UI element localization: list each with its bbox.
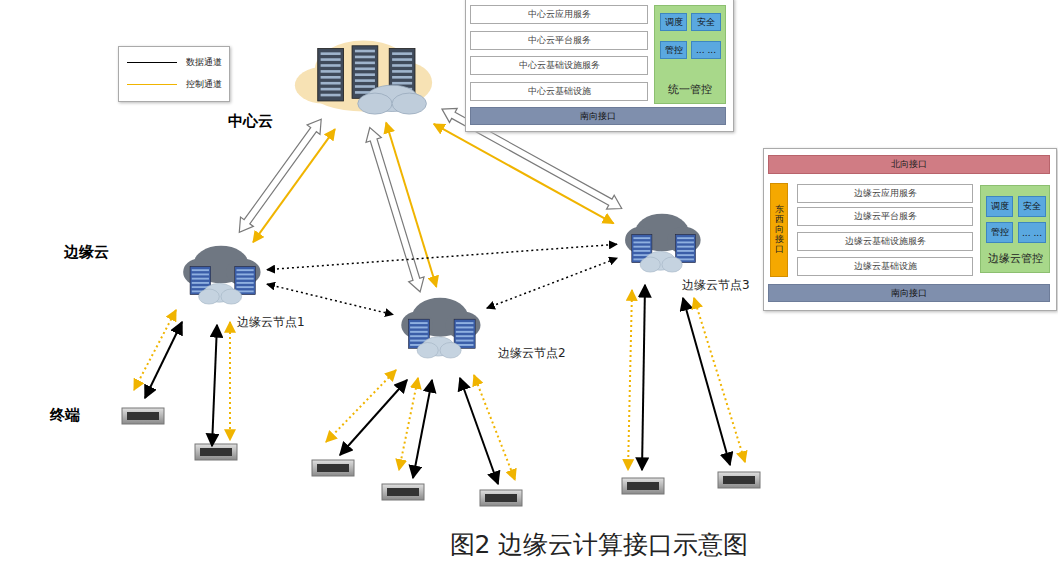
node-text: 统一管控 — [655, 82, 725, 97]
peer-link-arrow — [487, 258, 617, 308]
node-text: 中心云基础设施 — [528, 85, 591, 98]
legend-text: 控制通道 — [186, 78, 222, 91]
cloud-node: 边缘云节点1 — [178, 240, 264, 306]
interface-box: 边缘云基础设施 — [797, 257, 973, 276]
interface-box: 北向接口 — [768, 155, 1050, 174]
interface-box: ... ... — [691, 41, 721, 59]
node-text: 边缘云节点2 — [498, 345, 566, 362]
cloud-icon — [620, 208, 704, 274]
node-text: 北向接口 — [891, 158, 927, 171]
interface-box: 中心云基础设施 — [470, 82, 648, 101]
legend-box — [118, 46, 230, 102]
caption: 图2 边缘云计算接口示意图 — [0, 528, 1058, 561]
node-text: 中心云基础设施服务 — [519, 59, 600, 72]
node-text: 安全 — [1023, 200, 1041, 213]
interface-box: 管控 — [986, 222, 1013, 243]
node-text: ... ... — [1022, 228, 1042, 238]
legend-text: 数据通道 — [186, 56, 222, 69]
interface-box: 统一管控 调度 安全管控 ... ... — [654, 5, 726, 104]
node-text: 中心云 — [228, 112, 273, 131]
interface-box: 中心云基础设施服务 — [470, 56, 648, 75]
node-text: 边缘云管控 — [981, 251, 1049, 266]
legend-row: 数据通道 — [127, 56, 222, 69]
cloud-icon — [178, 240, 264, 306]
node-text: 边缘云节点3 — [682, 277, 750, 294]
peer-link-arrow — [267, 284, 393, 315]
node-text: 安全 — [697, 16, 715, 29]
peer-link-arrow — [267, 244, 617, 269]
node-text: 边缘云平台服务 — [854, 210, 917, 223]
control-channel-arrow — [253, 129, 335, 242]
cloud-node: 中心云 — [292, 30, 435, 122]
interface-box: 中心云应用服务 — [470, 5, 648, 24]
interface-box: 安全 — [1018, 196, 1046, 217]
interface-box: 边缘云基础设施服务 — [797, 232, 973, 251]
node-text: 南向接口 — [580, 110, 616, 123]
interface-box: ... ... — [1018, 222, 1046, 243]
terminal-links — [134, 285, 745, 484]
node-text: 中心云应用服务 — [528, 8, 591, 21]
data-channel-arrow — [239, 119, 321, 232]
node-text: 南向接口 — [891, 287, 927, 300]
node-text: 管控 — [991, 226, 1009, 239]
legend-line-sample — [127, 84, 177, 85]
node-text: ... ... — [696, 45, 716, 55]
interface-box: 管控 — [660, 41, 687, 59]
interface-box: 边缘云平台服务 — [797, 207, 973, 226]
region-label: 终端 — [50, 406, 80, 425]
node-text: 调度 — [665, 16, 683, 29]
cloud-icon — [396, 292, 484, 360]
legend-row: 控制通道 — [127, 78, 222, 91]
node-text: 边缘云应用服务 — [854, 187, 917, 200]
node-text: 管控 — [665, 44, 683, 57]
interface-box: 边缘云应用服务 — [797, 184, 973, 203]
terminal-devices — [122, 408, 760, 506]
node-text: 边缘云基础设施 — [854, 260, 917, 273]
node-text: 东西向接口 — [775, 205, 784, 254]
control-channel-arrow — [434, 124, 614, 223]
data-channel-arrow — [366, 128, 424, 292]
node-text: 边缘云节点1 — [237, 314, 305, 331]
cloud-node: 边缘云节点2 — [396, 292, 484, 360]
interface-box: 边缘云管控 调度 安全管控 ... ... — [980, 185, 1050, 273]
interface-box: 调度 — [986, 196, 1013, 217]
interface-box: 中心云平台服务 — [470, 31, 648, 50]
interface-box: 东西向接口 — [770, 183, 788, 277]
legend-line-sample — [127, 62, 177, 63]
cloud-icon — [292, 30, 435, 122]
node-text: 边缘云基础设施服务 — [845, 235, 926, 248]
node-text: 中心云平台服务 — [528, 34, 591, 47]
region-label: 边缘云 — [64, 243, 109, 262]
interface-box: 安全 — [691, 13, 721, 31]
interface-box: 南向接口 — [768, 284, 1050, 302]
node-text: 调度 — [991, 200, 1009, 213]
cloud-node: 边缘云节点3 — [620, 208, 704, 274]
interface-box: 调度 — [660, 13, 687, 31]
interface-box: 南向接口 — [470, 107, 726, 125]
